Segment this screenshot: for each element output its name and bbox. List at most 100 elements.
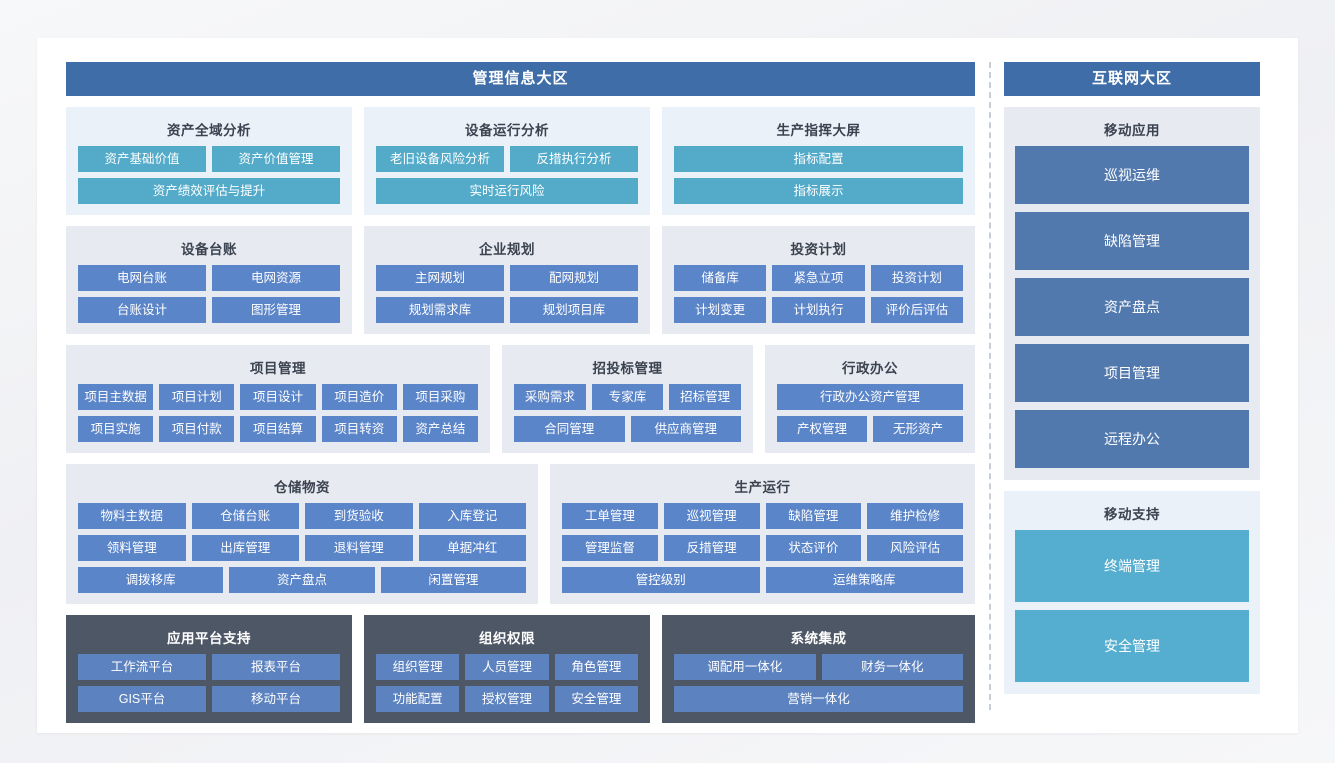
module-button-资产基础价值[interactable]: 资产基础价值 (78, 146, 206, 172)
module-button-计划变更[interactable]: 计划变更 (674, 297, 767, 323)
module-button-单据冲红[interactable]: 单据冲红 (418, 535, 526, 561)
module-button-远程办公[interactable]: 远程办公 (1015, 410, 1249, 468)
module-button-移动平台[interactable]: 移动平台 (212, 686, 340, 712)
group-title: 应用平台支持 (167, 631, 251, 646)
module-button-行政办公资产管理[interactable]: 行政办公资产管理 (777, 384, 963, 410)
module-button-指标配置[interactable]: 指标配置 (674, 146, 963, 172)
module-button-安全管理[interactable]: 安全管理 (1015, 610, 1249, 682)
group-生产指挥大屏: 生产指挥大屏指标配置指标展示 (662, 107, 975, 215)
module-button-授权管理[interactable]: 授权管理 (465, 686, 549, 712)
module-button-资产总结[interactable]: 资产总结 (402, 416, 479, 442)
module-button-项目计划[interactable]: 项目计划 (159, 384, 235, 410)
module-button-资产盘点[interactable]: 资产盘点 (229, 567, 375, 593)
module-button-项目设计[interactable]: 项目设计 (240, 384, 316, 410)
group-row-3: 项目管理项目主数据项目计划项目设计项目造价项目采购项目实施项目付款项目结算项目转… (66, 345, 975, 453)
module-button-报表平台[interactable]: 报表平台 (212, 654, 340, 680)
module-button-项目管理[interactable]: 项目管理 (1015, 344, 1249, 402)
module-button-供应商管理[interactable]: 供应商管理 (630, 416, 741, 442)
module-button-资产价值管理[interactable]: 资产价值管理 (212, 146, 340, 172)
module-button-规划项目库[interactable]: 规划项目库 (510, 297, 638, 323)
module-button-项目采购[interactable]: 项目采购 (402, 384, 479, 410)
module-button-招标管理[interactable]: 招标管理 (669, 384, 742, 410)
region-title-internet: 互联网大区 (1004, 62, 1260, 96)
group-title: 系统集成 (790, 631, 847, 646)
module-button-电网台账[interactable]: 电网台账 (78, 265, 206, 291)
module-button-老旧设备风险分析[interactable]: 老旧设备风险分析 (376, 146, 504, 172)
button-row: 营销一体化 (674, 686, 963, 712)
module-button-入库登记[interactable]: 入库登记 (418, 503, 526, 529)
module-button-项目结算[interactable]: 项目结算 (240, 416, 316, 442)
module-button-GIS平台[interactable]: GIS平台 (78, 686, 206, 712)
button-row: GIS平台移动平台 (78, 686, 340, 712)
group-title: 投资计划 (790, 242, 847, 257)
module-button-合同管理[interactable]: 合同管理 (514, 416, 625, 442)
module-button-配网规划[interactable]: 配网规划 (510, 265, 638, 291)
module-button-人员管理[interactable]: 人员管理 (465, 654, 549, 680)
module-button-巡视运维[interactable]: 巡视运维 (1015, 146, 1249, 204)
module-button-巡视管理[interactable]: 巡视管理 (663, 503, 760, 529)
module-button-风险评估[interactable]: 风险评估 (867, 535, 963, 561)
module-button-领料管理[interactable]: 领料管理 (78, 535, 186, 561)
module-button-规划需求库[interactable]: 规划需求库 (376, 297, 504, 323)
module-button-反措管理[interactable]: 反措管理 (663, 535, 760, 561)
group-title: 招投标管理 (592, 361, 663, 376)
module-button-反措执行分析[interactable]: 反措执行分析 (510, 146, 638, 172)
module-button-运维策略库[interactable]: 运维策略库 (765, 567, 963, 593)
module-button-无形资产[interactable]: 无形资产 (873, 416, 963, 442)
module-button-调配用一体化[interactable]: 调配用一体化 (674, 654, 816, 680)
module-button-电网资源[interactable]: 电网资源 (212, 265, 340, 291)
module-button-缺陷管理[interactable]: 缺陷管理 (765, 503, 862, 529)
module-button-状态评价[interactable]: 状态评价 (765, 535, 862, 561)
module-button-专家库[interactable]: 专家库 (591, 384, 664, 410)
module-button-产权管理[interactable]: 产权管理 (777, 416, 867, 442)
module-button-计划执行[interactable]: 计划执行 (772, 297, 865, 323)
module-button-角色管理[interactable]: 角色管理 (554, 654, 638, 680)
module-button-工作流平台[interactable]: 工作流平台 (78, 654, 206, 680)
group-设备台账: 设备台账电网台账电网资源台账设计图形管理 (66, 226, 352, 334)
module-button-项目实施[interactable]: 项目实施 (78, 416, 154, 442)
module-button-安全管理[interactable]: 安全管理 (554, 686, 638, 712)
module-button-指标展示[interactable]: 指标展示 (674, 178, 963, 204)
module-button-主网规划[interactable]: 主网规划 (376, 265, 504, 291)
diagram-canvas: 管理信息大区 资产全域分析资产基础价值资产价值管理资产绩效评估与提升设备运行分析… (37, 38, 1298, 733)
module-button-财务一体化[interactable]: 财务一体化 (821, 654, 963, 680)
module-button-资产盘点[interactable]: 资产盘点 (1015, 278, 1249, 336)
module-button-物料主数据[interactable]: 物料主数据 (78, 503, 186, 529)
button-row: 老旧设备风险分析反措执行分析 (376, 146, 638, 172)
module-button-项目付款[interactable]: 项目付款 (159, 416, 235, 442)
module-button-储备库[interactable]: 储备库 (674, 265, 767, 291)
group-移动支持: 移动支持终端管理安全管理 (1004, 491, 1260, 694)
module-button-评价后评估[interactable]: 评价后评估 (870, 297, 963, 323)
module-button-功能配置[interactable]: 功能配置 (376, 686, 460, 712)
module-button-项目主数据[interactable]: 项目主数据 (78, 384, 154, 410)
module-button-图形管理[interactable]: 图形管理 (212, 297, 340, 323)
group-设备运行分析: 设备运行分析老旧设备风险分析反措执行分析实时运行风险 (364, 107, 650, 215)
module-button-工单管理[interactable]: 工单管理 (562, 503, 658, 529)
module-button-管控级别[interactable]: 管控级别 (562, 567, 760, 593)
module-button-紧急立项[interactable]: 紧急立项 (772, 265, 865, 291)
module-button-采购需求[interactable]: 采购需求 (514, 384, 586, 410)
module-button-闲置管理[interactable]: 闲置管理 (380, 567, 526, 593)
module-button-项目转资[interactable]: 项目转资 (321, 416, 397, 442)
module-button-维护检修[interactable]: 维护检修 (867, 503, 963, 529)
module-button-调拨移库[interactable]: 调拨移库 (78, 567, 224, 593)
button-row: 台账设计图形管理 (78, 297, 340, 323)
module-button-资产绩效评估与提升[interactable]: 资产绩效评估与提升 (78, 178, 340, 204)
module-button-组织管理[interactable]: 组织管理 (376, 654, 460, 680)
button-row: 组织管理人员管理角色管理 (376, 654, 638, 680)
module-button-终端管理[interactable]: 终端管理 (1015, 530, 1249, 602)
group-资产全域分析: 资产全域分析资产基础价值资产价值管理资产绩效评估与提升 (66, 107, 352, 215)
module-button-仓储台账[interactable]: 仓储台账 (191, 503, 299, 529)
module-button-退料管理[interactable]: 退料管理 (305, 535, 413, 561)
module-button-实时运行风险[interactable]: 实时运行风险 (376, 178, 638, 204)
module-button-到货验收[interactable]: 到货验收 (305, 503, 413, 529)
module-button-项目造价[interactable]: 项目造价 (321, 384, 397, 410)
module-button-营销一体化[interactable]: 营销一体化 (674, 686, 963, 712)
module-button-缺陷管理[interactable]: 缺陷管理 (1015, 212, 1249, 270)
module-button-投资计划[interactable]: 投资计划 (870, 265, 963, 291)
module-button-管理监督[interactable]: 管理监督 (562, 535, 658, 561)
module-button-出库管理[interactable]: 出库管理 (191, 535, 299, 561)
module-button-台账设计[interactable]: 台账设计 (78, 297, 206, 323)
group-行政办公: 行政办公行政办公资产管理产权管理无形资产 (765, 345, 975, 453)
